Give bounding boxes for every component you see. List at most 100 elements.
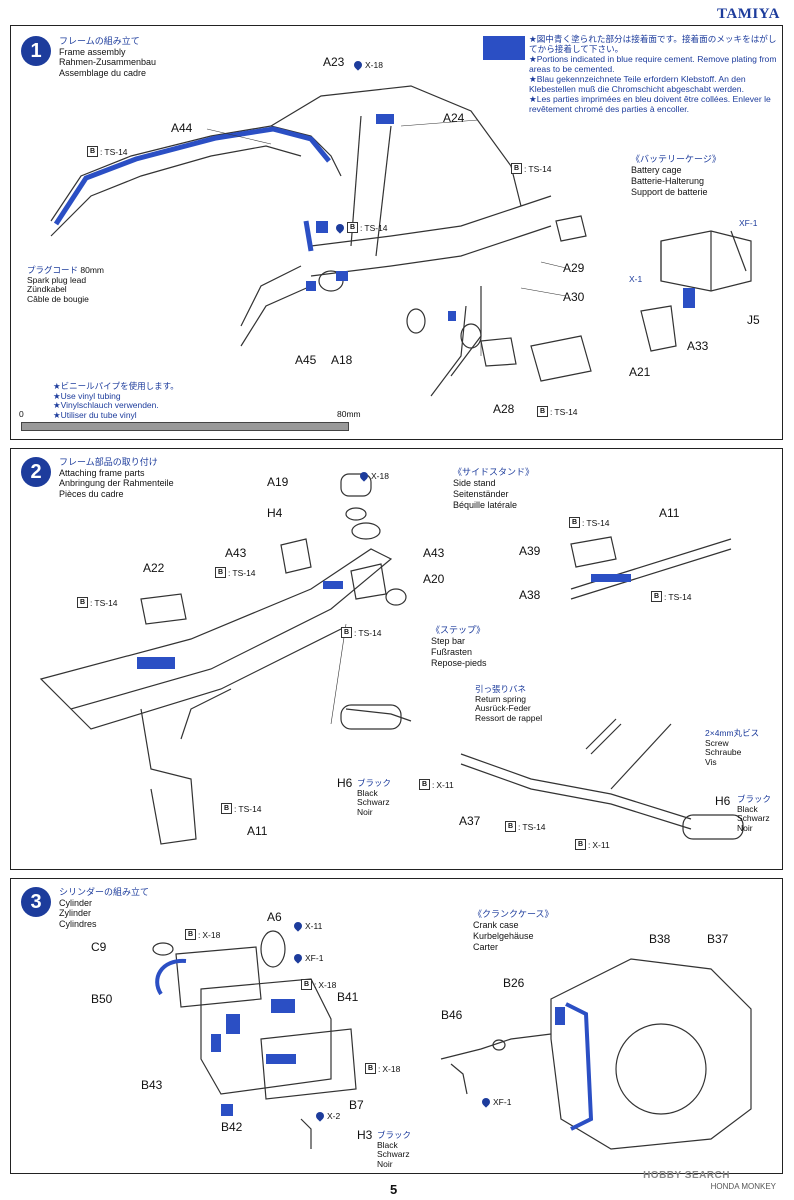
paint-x18-b: B:X-18: [301, 979, 336, 990]
step-1-number: 1: [21, 36, 51, 66]
paint-drop-icon: [352, 59, 364, 71]
page-number: 5: [390, 1182, 398, 1197]
part-B42: B42: [221, 1120, 243, 1134]
return-spring: 引っ張りバネ Return spring Ausrück-Feder Resso…: [475, 684, 543, 723]
spark-len: 80mm: [80, 265, 105, 275]
cement-swatch: [483, 36, 525, 60]
battery-de: Batterie-Halterung: [631, 176, 705, 186]
paint-ts14-b: B:TS-14: [511, 163, 552, 174]
part-B43: B43: [141, 1078, 163, 1092]
step-bar-title: 《ステップ》 Step bar Fußrasten Repose-pieds: [431, 625, 487, 669]
h3-fr: Noir: [377, 1158, 393, 1169]
part-H4: H4: [267, 506, 283, 520]
part-A43-right: A43: [423, 546, 445, 560]
paint-label: X-18: [318, 979, 337, 990]
h3-de: Schwarz: [377, 1149, 410, 1159]
b-box-icon: B: [569, 517, 580, 528]
part-A45: A45: [295, 353, 317, 367]
h3-color: ブラック Black Schwarz Noir: [377, 1130, 412, 1169]
part-A37: A37: [459, 814, 481, 828]
part-B50: B50: [91, 992, 113, 1006]
vinyl-fr: ★Utiliser du tube vinyl: [53, 409, 137, 420]
step-1-title-fr: Assemblage du cadre: [59, 67, 147, 78]
vinyl-note: ★ビニールパイプを使用します。 ★Use vinyl tubing ★Vinyl…: [53, 381, 179, 420]
paint-ts14-f: B:TS-14: [77, 597, 118, 608]
screw-fr: Vis: [705, 756, 717, 767]
step-jp: 《ステップ》: [431, 625, 486, 635]
frame-parts-drawing: [39, 473, 744, 845]
black-fr: Noir: [737, 822, 753, 833]
part-A22: A22: [143, 561, 165, 575]
paint-ts14-k: B:TS-14: [505, 821, 546, 832]
paint-x2: X-2: [314, 1110, 340, 1122]
black-de: Schwarz: [737, 813, 770, 823]
b-box-icon: B: [419, 779, 430, 790]
b-box-icon: B: [511, 163, 522, 174]
part-A18: A18: [331, 353, 353, 367]
paint-x18: X-18: [358, 470, 389, 482]
part-H6-left: H6: [337, 776, 353, 790]
paint-xf1: XF-1: [739, 218, 757, 228]
paint-label: TS-14: [364, 222, 388, 233]
paint-drop-icon: [480, 1096, 492, 1108]
vinyl-scale-bar: [21, 422, 349, 431]
spring-fr: Ressort de rappel: [475, 712, 543, 723]
paint-ts14-e: B:TS-14: [215, 567, 256, 578]
part-A6: A6: [267, 910, 282, 924]
crank-case-title: 《クランクケース》 Crank case Kurbelgehäuse Carte…: [473, 909, 554, 953]
paint-label: X-11: [592, 839, 610, 850]
part-C9: C9: [91, 940, 107, 954]
step-3-title-fr: Cylindres: [59, 918, 97, 929]
step-1-title-jp: フレームの組み立て: [59, 36, 140, 46]
spark-fr: Câble de bougie: [27, 293, 89, 304]
part-J5: J5: [747, 313, 760, 327]
vinyl-scale-start: 0: [19, 409, 24, 419]
b-box-icon: B: [537, 406, 548, 417]
paint-x1: X-1: [629, 274, 642, 284]
spring-jp: 引っ張りバネ: [475, 684, 527, 694]
sidestand-jp: 《サイドスタンド》: [453, 467, 535, 477]
part-B37: B37: [707, 932, 729, 946]
part-A39: A39: [519, 544, 541, 558]
paint-label: X-18: [382, 1063, 401, 1074]
cement-note: ★図中青く塗られた部分は接着面です。接着面のメッキをはがしてから接着して下さい。…: [529, 34, 779, 114]
spark-en: Spark plug lead: [27, 274, 87, 285]
spark-jp: プラグコード: [27, 265, 79, 275]
paint-label: X-11: [436, 779, 454, 790]
part-H6-right: H6: [715, 794, 731, 808]
crank-jp: 《クランクケース》: [473, 909, 554, 919]
spring-en: Return spring: [475, 693, 527, 704]
part-A20: A20: [423, 572, 445, 586]
h6-left-color: ブラック Black Schwarz Noir: [357, 778, 391, 817]
paint-label: TS-14: [94, 597, 118, 608]
part-A28: A28: [493, 402, 515, 416]
paint-label: XF-1: [739, 218, 758, 228]
frame-assembly-drawing: [50, 85, 752, 397]
part-A30: A30: [563, 290, 585, 304]
spark-de: Zündkabel: [27, 284, 67, 294]
paint-label: TS-14: [232, 567, 256, 578]
step-de: Fußrasten: [431, 647, 473, 657]
screw-de: Schraube: [705, 747, 742, 757]
screw-label: 2×4mm丸ビス Screw Schraube Vis: [705, 728, 760, 767]
screw-jp: 2×4mm丸ビス: [705, 728, 760, 738]
paint-label: XF-1: [493, 1097, 512, 1107]
paint-label: X-18: [371, 471, 389, 481]
paint-ts14-i: B:TS-14: [569, 517, 610, 528]
paint-a23: X-18: [352, 59, 383, 71]
cylinder-drawing: [152, 930, 752, 1150]
h3-jp: ブラック: [377, 1130, 412, 1140]
cement-note-jp: ★図中青く塗られた部分は接着面です。接着面のメッキをはがしてから接着して下さい。: [529, 34, 777, 54]
paint-label: TS-14: [668, 591, 692, 602]
part-A19: A19: [267, 475, 289, 489]
part-B38: B38: [649, 932, 671, 946]
paint-label: X-18: [202, 929, 221, 940]
part-B26: B26: [503, 976, 525, 990]
step-2-title-fr: Pièces du cadre: [59, 488, 124, 499]
paint-xf1-b: XF-1: [292, 952, 323, 964]
footer-model-name: HONDA MONKEY: [710, 1182, 776, 1191]
step-2-panel: 2 フレーム部品の取り付け Attaching frame parts Anbr…: [10, 448, 783, 870]
b-box-icon: B: [365, 1063, 376, 1074]
paint-ts14-j: B:TS-14: [651, 591, 692, 602]
b-box-icon: B: [575, 839, 586, 850]
